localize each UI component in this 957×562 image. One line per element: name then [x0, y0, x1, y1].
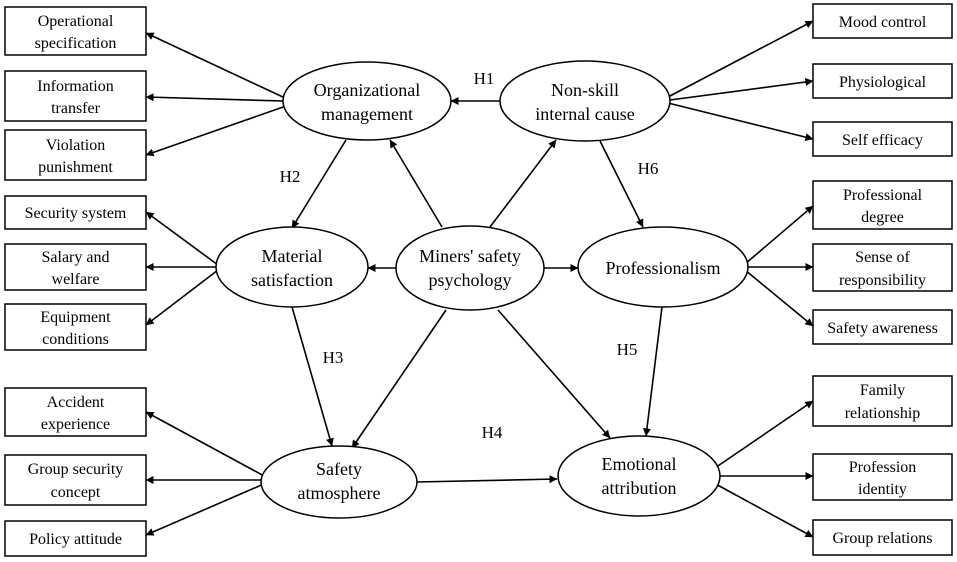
indicator-safety-awareness: Safety awareness — [812, 309, 953, 345]
svg-text:conditions: conditions — [42, 331, 109, 348]
svg-text:Equipment: Equipment — [40, 309, 111, 326]
edge-material-to-equipment — [145, 269, 219, 326]
indicator-policy-attitude: Policy attitude — [4, 520, 147, 557]
edge-prof-to-awareness — [744, 269, 814, 327]
indicator-family-relationship: Family relationship — [812, 375, 953, 427]
edge-material-to-security — [145, 211, 219, 266]
hypothesis-h2: H2 — [280, 167, 301, 186]
edge-emo-to-group-relations — [711, 481, 814, 538]
svg-text:punishment: punishment — [38, 159, 113, 176]
svg-text:internal cause: internal cause — [535, 104, 634, 124]
edge-h3-material-to-atmos — [291, 306, 334, 447]
edge-central-to-nonskill — [489, 139, 557, 228]
indicator-information-transfer: Information transfer — [4, 70, 147, 122]
svg-text:responsibility: responsibility — [839, 272, 926, 289]
svg-text:psychology: psychology — [429, 270, 512, 290]
svg-text:atmosphere: atmosphere — [298, 483, 381, 503]
svg-text:Policy attitude: Policy attitude — [29, 531, 122, 548]
edge-org-to-violation — [145, 105, 287, 157]
svg-text:Professionalism: Professionalism — [606, 258, 721, 278]
svg-text:Operational: Operational — [38, 13, 114, 30]
indicator-salary-welfare: Salary and welfare — [4, 243, 147, 291]
svg-text:Miners' safety: Miners' safety — [419, 246, 521, 266]
indicator-violation-punishment: Violation punishment — [4, 129, 147, 181]
hypothesis-h1: H1 — [474, 69, 495, 88]
svg-text:Salary and: Salary and — [42, 249, 110, 266]
edge-h2-org-to-material — [291, 139, 347, 229]
edge-atmos-to-policy — [145, 482, 267, 536]
svg-text:management: management — [321, 104, 413, 124]
edge-org-to-information — [145, 93, 284, 102]
svg-text:Physiological: Physiological — [839, 74, 927, 91]
svg-text:Information: Information — [37, 78, 113, 95]
svg-text:Non-skill: Non-skill — [551, 80, 619, 100]
svg-text:Safety: Safety — [316, 459, 362, 479]
svg-text:Professional: Professional — [843, 187, 923, 204]
edge-emo-to-family — [711, 400, 814, 471]
svg-text:concept: concept — [51, 484, 101, 501]
indicator-security-system: Security system — [4, 195, 147, 230]
svg-text:identity: identity — [858, 481, 907, 498]
hypothesis-h3: H3 — [323, 348, 344, 367]
indicator-accident-experience: Accident experience — [4, 387, 147, 437]
latent-non-skill-internal-cause: Non-skill internal cause — [499, 60, 671, 142]
svg-text:welfare: welfare — [52, 271, 100, 288]
edges — [145, 20, 814, 538]
svg-text:Accident: Accident — [47, 394, 105, 411]
edge-h5-prof-to-emo — [642, 306, 663, 437]
edge-prof-to-degree — [744, 205, 814, 265]
svg-text:Emotional: Emotional — [602, 454, 677, 474]
indicator-professional-degree: Professional degree — [812, 180, 953, 230]
svg-text:relationship: relationship — [845, 405, 921, 422]
indicator-physiological: Physiological — [812, 63, 953, 99]
indicator-sense-of-responsibility: Sense of responsibility — [812, 243, 953, 292]
svg-text:Security system: Security system — [25, 205, 127, 222]
svg-text:Violation: Violation — [46, 137, 105, 154]
edge-h4-atmos-to-emo — [415, 475, 558, 484]
edge-h6-nonskill-to-prof — [599, 140, 644, 228]
edge-central-to-org — [389, 139, 443, 228]
svg-text:satisfaction: satisfaction — [251, 270, 333, 290]
hypothesis-h6: H6 — [638, 159, 659, 178]
indicator-equipment-conditions: Equipment conditions — [4, 303, 147, 351]
svg-text:Self efficacy: Self efficacy — [842, 132, 923, 149]
svg-text:Safety awareness: Safety awareness — [827, 320, 938, 337]
svg-text:transfer: transfer — [51, 100, 101, 117]
latent-organizational-management: Organizational management — [282, 61, 452, 141]
indicator-mood-control: Mood control — [812, 3, 953, 39]
svg-text:Sense of: Sense of — [855, 249, 910, 266]
edge-central-to-atmos — [351, 309, 447, 449]
edge-central-to-emo — [497, 309, 611, 439]
latent-professionalism: Professionalism — [577, 226, 749, 308]
edge-nonskill-to-mood — [667, 20, 814, 98]
hypothesis-h5: H5 — [617, 340, 638, 359]
latent-safety-atmosphere: Safety atmosphere — [260, 445, 418, 519]
svg-text:Material: Material — [262, 246, 323, 266]
svg-text:attribution: attribution — [602, 478, 677, 498]
latent-material-satisfaction: Material satisfaction — [215, 226, 369, 308]
indicator-operational-specification: Operational specification — [4, 6, 147, 56]
edge-nonskill-to-self-efficacy — [667, 102, 814, 142]
indicator-group-security-concept: Group security concept — [4, 454, 147, 506]
svg-text:experience: experience — [41, 416, 110, 433]
svg-text:degree: degree — [861, 209, 904, 226]
edge-nonskill-to-physiological — [669, 78, 814, 101]
indicator-profession-identity: Profession identity — [812, 453, 953, 501]
indicator-group-relations: Group relations — [812, 519, 953, 556]
latent-emotional-attribution: Emotional attribution — [557, 435, 721, 517]
svg-text:Group relations: Group relations — [833, 530, 933, 547]
svg-text:Group security: Group security — [28, 461, 124, 478]
edge-org-to-operational — [145, 32, 286, 99]
svg-text:Mood control: Mood control — [839, 14, 927, 31]
svg-text:Organizational: Organizational — [314, 80, 421, 100]
central-miners-safety-psychology: Miners' safety psychology — [395, 225, 545, 311]
indicator-self-efficacy: Self efficacy — [812, 121, 953, 157]
svg-text:Profession: Profession — [849, 459, 917, 476]
hypothesis-h4: H4 — [482, 423, 503, 442]
svg-text:Family: Family — [860, 382, 905, 399]
svg-text:specification: specification — [35, 35, 117, 52]
edge-atmos-to-accident — [145, 411, 267, 478]
